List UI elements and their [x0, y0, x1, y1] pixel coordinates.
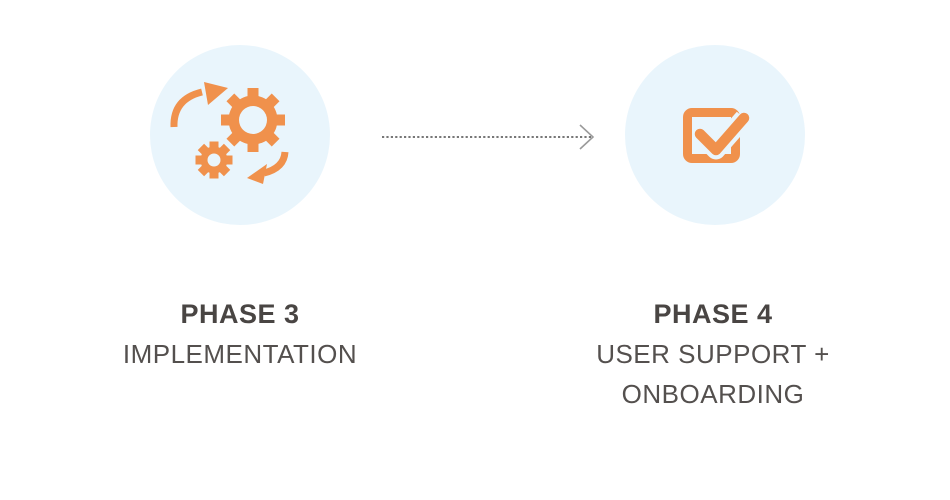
process-gears-icon [170, 82, 289, 184]
phase-3-label: PHASE 3 IMPLEMENTATION [80, 294, 400, 374]
phase-4-title: PHASE 4 [653, 299, 773, 329]
connector-arrow [382, 124, 595, 150]
phase-3-title: PHASE 3 [180, 299, 300, 329]
phase-4-label: PHASE 4 USER SUPPORT + ONBOARDING [553, 294, 873, 414]
phase-3-circle [150, 45, 330, 225]
phase-4-subtitle-line-1: USER SUPPORT + [596, 339, 830, 369]
phase-4-subtitle-line-2: ONBOARDING [621, 379, 805, 409]
phase-4-circle [625, 45, 805, 225]
phase-3-subtitle: IMPLEMENTATION [122, 339, 358, 369]
checkbox-checked-icon [683, 108, 752, 163]
